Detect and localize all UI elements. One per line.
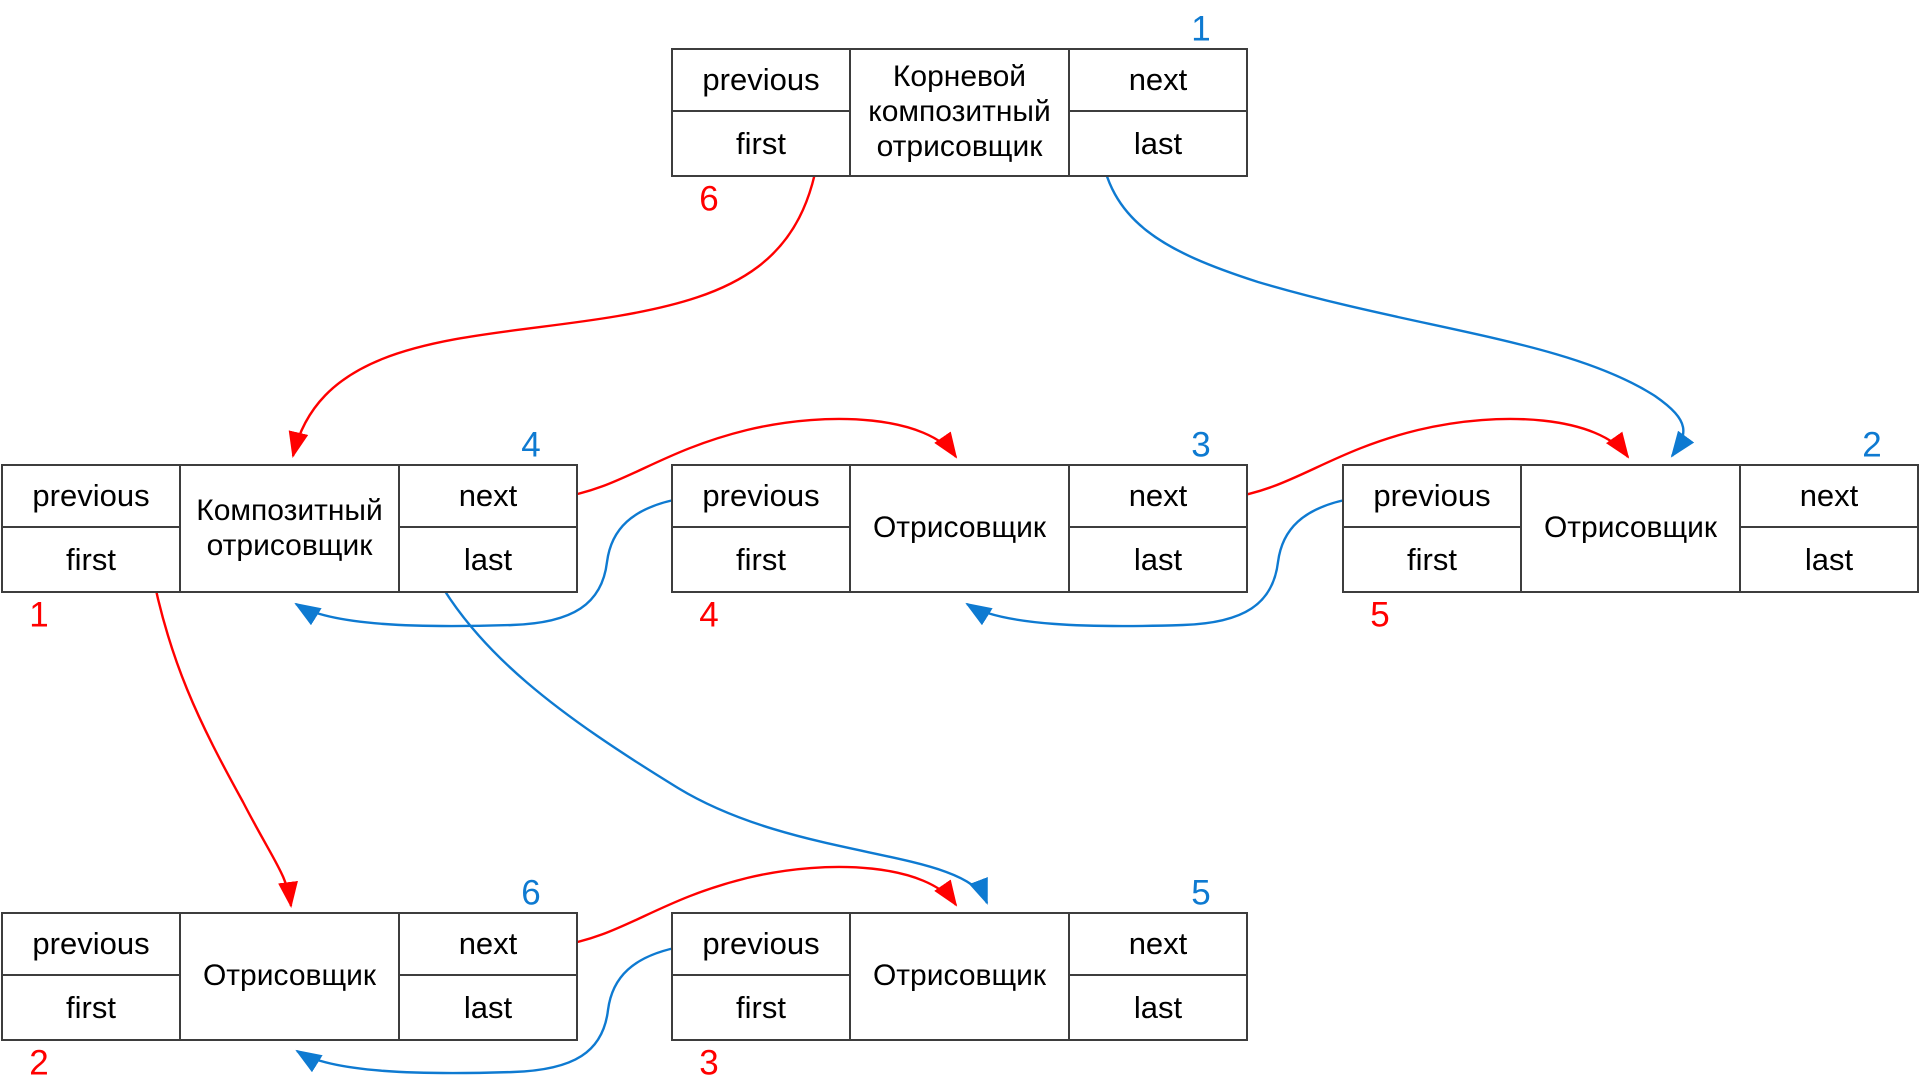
red-order-number-renderer-b: 4 [699, 595, 719, 635]
cell-next-label: next [398, 466, 576, 528]
node-title: Композитный отрисовщик [196, 493, 383, 562]
blue-order-number-renderer-b: 3 [1191, 425, 1211, 465]
cell-last-label: last [1068, 112, 1246, 175]
red-order-number-renderer-d: 2 [29, 1043, 49, 1083]
link-arrow-root-first-to-composite [288, 143, 822, 458]
blue-order-number-composite: 4 [521, 425, 541, 465]
cell-previous-label: previous [673, 50, 851, 112]
cell-first-label: first [673, 528, 851, 591]
link-arrow-composite-first-to-d [148, 560, 298, 908]
blue-order-number-root: 1 [1191, 9, 1211, 49]
blue-order-number-renderer-d: 6 [521, 873, 541, 913]
cell-previous-label: previous [3, 914, 181, 976]
cell-last-label: last [1739, 528, 1917, 591]
red-order-number-composite: 1 [29, 595, 49, 635]
cell-previous-label: previous [673, 466, 851, 528]
blue-order-number-renderer-c: 2 [1862, 425, 1882, 465]
cell-next-label: next [1068, 914, 1246, 976]
cell-first-label: first [673, 976, 851, 1039]
node-title: Отрисовщик [872, 959, 1047, 993]
cell-next-label: next [1068, 466, 1246, 528]
node-title: Отрисовщик [202, 959, 377, 993]
cell-first-label: first [1344, 528, 1522, 591]
cell-last-label: last [1068, 976, 1246, 1039]
cell-next-label: next [398, 914, 576, 976]
cell-first-label: first [3, 528, 181, 591]
link-arrow-root-last-to-c [1098, 143, 1695, 458]
node-title: Отрисовщик [872, 511, 1047, 545]
cell-previous-label: previous [1344, 466, 1522, 528]
cell-last-label: last [398, 976, 576, 1039]
cell-last-label: last [398, 528, 576, 591]
cell-last-label: last [1068, 528, 1246, 591]
cell-first-label: first [673, 112, 851, 175]
cell-previous-label: previous [673, 914, 851, 976]
cell-first-label: first [3, 976, 181, 1039]
red-order-number-root: 6 [699, 179, 719, 219]
node-title: Корневой композитный отрисовщик [868, 60, 1051, 163]
cell-next-label: next [1068, 50, 1246, 112]
red-order-number-renderer-e: 3 [699, 1043, 719, 1083]
red-order-number-renderer-c: 5 [1370, 595, 1390, 635]
node-title: Отрисовщик [1543, 511, 1718, 545]
cell-previous-label: previous [3, 466, 181, 528]
blue-order-number-renderer-e: 5 [1191, 873, 1211, 913]
cell-next-label: next [1739, 466, 1917, 528]
